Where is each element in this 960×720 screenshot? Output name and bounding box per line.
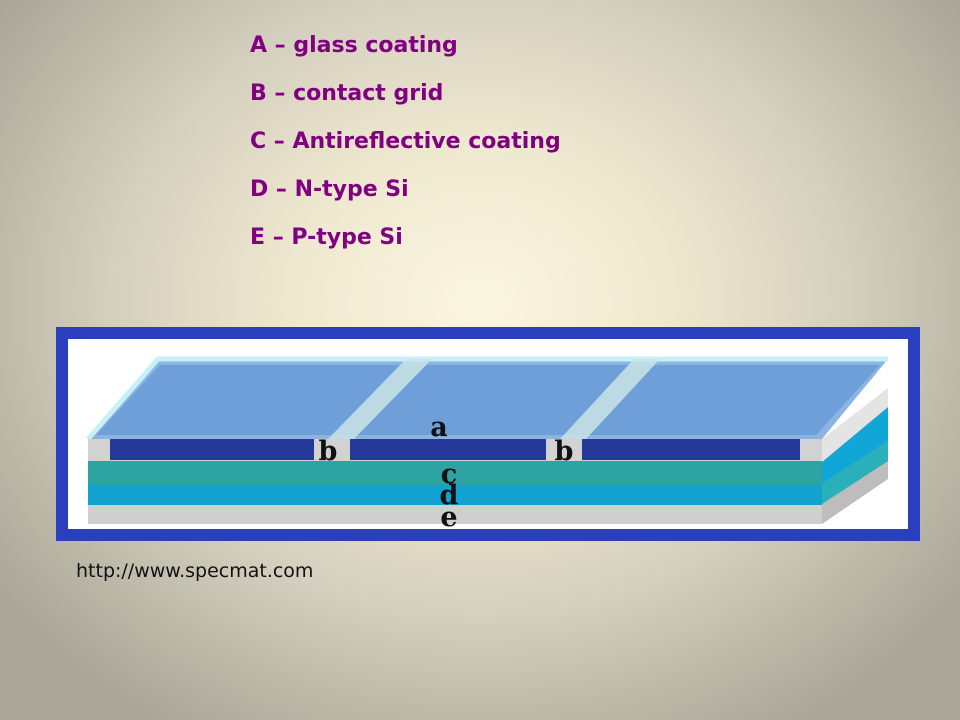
front-base-layer	[88, 505, 822, 524]
side-face-n-type	[822, 441, 888, 504]
label-c: c	[441, 459, 457, 490]
label-b-left: b	[319, 436, 338, 467]
legend-item-glass-coating: A – glass coating	[250, 33, 458, 58]
legend-item-n-type-si: D – N-type Si	[250, 177, 409, 202]
solar-cell-diagram-frame: a b b c d e	[56, 327, 920, 541]
label-d: d	[440, 480, 459, 511]
solar-cell-diagram: a b b c d e	[68, 339, 908, 529]
front-antireflective-layer	[110, 439, 800, 460]
layer-legend: A – glass coating B – contact grid C – A…	[250, 30, 561, 270]
glass-top-inner	[96, 365, 880, 435]
source-url: http://www.specmat.com	[76, 560, 314, 582]
label-b-right: b	[555, 436, 574, 467]
front-n-type-layer	[88, 461, 822, 485]
front-contact-grid-right	[546, 439, 582, 460]
label-a: a	[430, 412, 448, 443]
legend-item-antireflective-coating: C – Antireflective coating	[250, 129, 561, 154]
legend-item-p-type-si: E – P-type Si	[250, 225, 403, 250]
contact-grid-strip-right	[560, 359, 660, 439]
side-face-glass	[822, 388, 888, 462]
front-contact-grid-left	[314, 439, 350, 460]
front-p-type-layer	[88, 485, 822, 505]
contact-grid-strip-left	[328, 359, 432, 439]
side-face-p-type	[822, 407, 888, 484]
label-e: e	[440, 502, 457, 529]
legend-item-contact-grid: B – contact grid	[250, 81, 444, 106]
